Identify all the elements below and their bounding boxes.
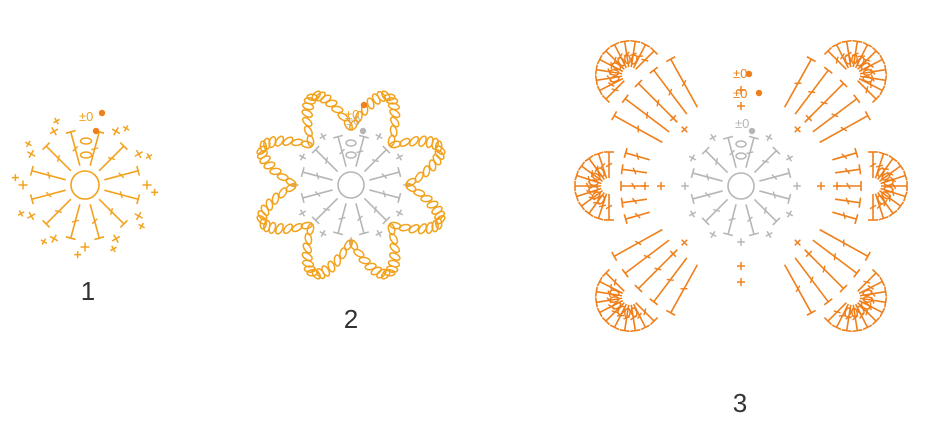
chain-oval-icon — [301, 140, 313, 148]
chain-oval-icon — [331, 106, 343, 114]
chain-oval-icon — [389, 221, 401, 229]
chain-oval-icon — [388, 233, 399, 246]
diagram-1-start-marker: ±0 — [79, 109, 93, 124]
diagram-1-slip-dot — [99, 110, 105, 116]
diagram-3-rounds-1-3: ±0 ±0 ±0 — [575, 41, 907, 332]
diagram-3-start-marker-1: ±0 — [733, 66, 747, 81]
chain-oval-icon — [399, 137, 412, 148]
diagram-2-prev-dot — [360, 128, 366, 134]
chain-oval-icon — [421, 195, 432, 202]
chain-oval-icon — [346, 140, 356, 146]
diagram-2-start-marker: ±0 — [345, 107, 359, 122]
chain-oval-icon — [81, 138, 92, 144]
magic-ring-icon — [71, 171, 99, 199]
diagram-2-slip-dot — [361, 102, 367, 108]
diagram-3-label: 3 — [733, 390, 747, 416]
diagram-3-prev-dot — [749, 128, 755, 134]
chain-oval-icon — [405, 182, 418, 193]
chain-oval-icon — [270, 168, 281, 175]
diagram-2-rounds-1-2: ±0±0 — [256, 90, 447, 281]
diagram-1-label: 1 — [81, 278, 95, 304]
chain-oval-icon — [346, 152, 356, 158]
diagram-2-label: 2 — [344, 306, 358, 332]
diagram-3-slip-dot-1 — [746, 71, 752, 77]
chain-oval-icon — [81, 152, 92, 158]
diagram-1-slip-dot-2 — [93, 128, 99, 134]
chain-oval-icon — [306, 223, 314, 235]
diagram-1-round-1: ±0 — [12, 109, 158, 258]
magic-ring-icon — [338, 172, 364, 198]
chain-oval-icon — [408, 135, 420, 147]
chain-oval-icon — [303, 125, 314, 138]
chain-oval-icon — [359, 257, 371, 265]
diagram-3-start-marker-2: ±0 — [733, 86, 747, 101]
chain-oval-icon — [285, 177, 298, 188]
chain-oval-icon — [389, 242, 401, 254]
chain-oval-icon — [423, 165, 431, 177]
chain-oval-icon — [282, 223, 294, 235]
diagram-3-slip-dot-2 — [756, 90, 762, 96]
chain-oval-icon — [291, 222, 304, 233]
chain-oval-icon — [736, 153, 746, 159]
chain-oval-icon — [343, 239, 354, 252]
diagram-3-prev-marker: ±0 — [735, 116, 749, 131]
chain-oval-icon — [272, 193, 280, 205]
chain-oval-icon — [387, 135, 395, 147]
magic-ring-icon — [728, 173, 754, 199]
chain-oval-icon — [736, 141, 746, 147]
chain-oval-icon — [301, 116, 313, 128]
chain-oval-icon — [334, 255, 341, 266]
